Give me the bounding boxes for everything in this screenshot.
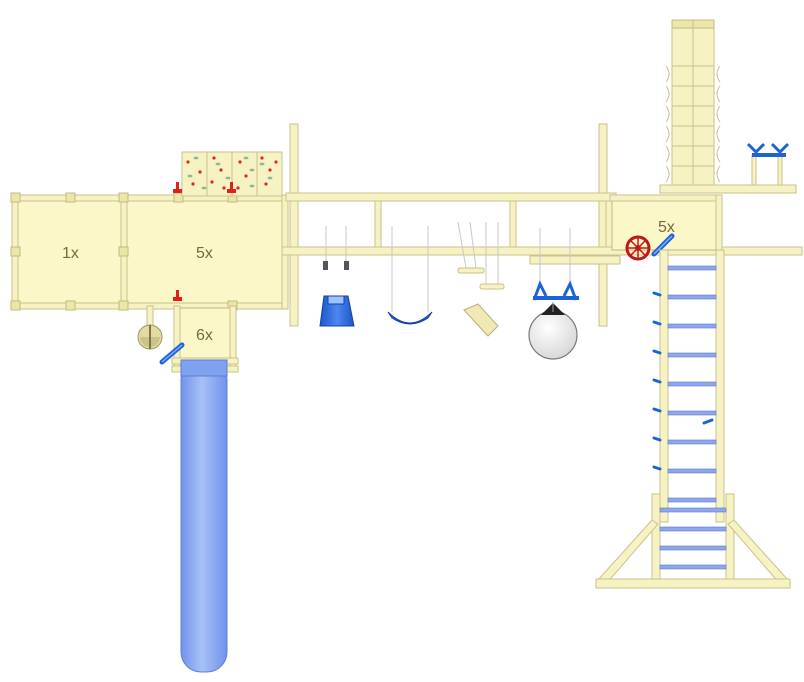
slide-icon [180,359,228,673]
monkey-bars-icon [652,249,725,523]
tire-swing-icon [528,302,578,360]
trapeze-bar-icon [532,228,579,301]
swing-frame [281,123,803,327]
rope-ladder-swing-icon [457,221,505,337]
left-deck: 1x [10,192,127,311]
belt-swing-icon [387,226,433,325]
telescope-icon [651,233,675,257]
telescope-icon [137,305,163,350]
left-deck-label: 1x [62,245,79,262]
trapeze-bar-icon [746,142,790,157]
telescope-icon [159,342,185,365]
small-deck-label: 6x [196,327,213,344]
main-deck: 5x [118,192,289,311]
steering-wheel-icon [625,235,651,261]
a-frame-base [595,493,791,589]
bucket-swing-icon [319,226,355,327]
right-deck-label: 5x [658,219,675,236]
main-deck-label: 5x [196,245,213,262]
lookout-tower-icon [659,19,797,194]
